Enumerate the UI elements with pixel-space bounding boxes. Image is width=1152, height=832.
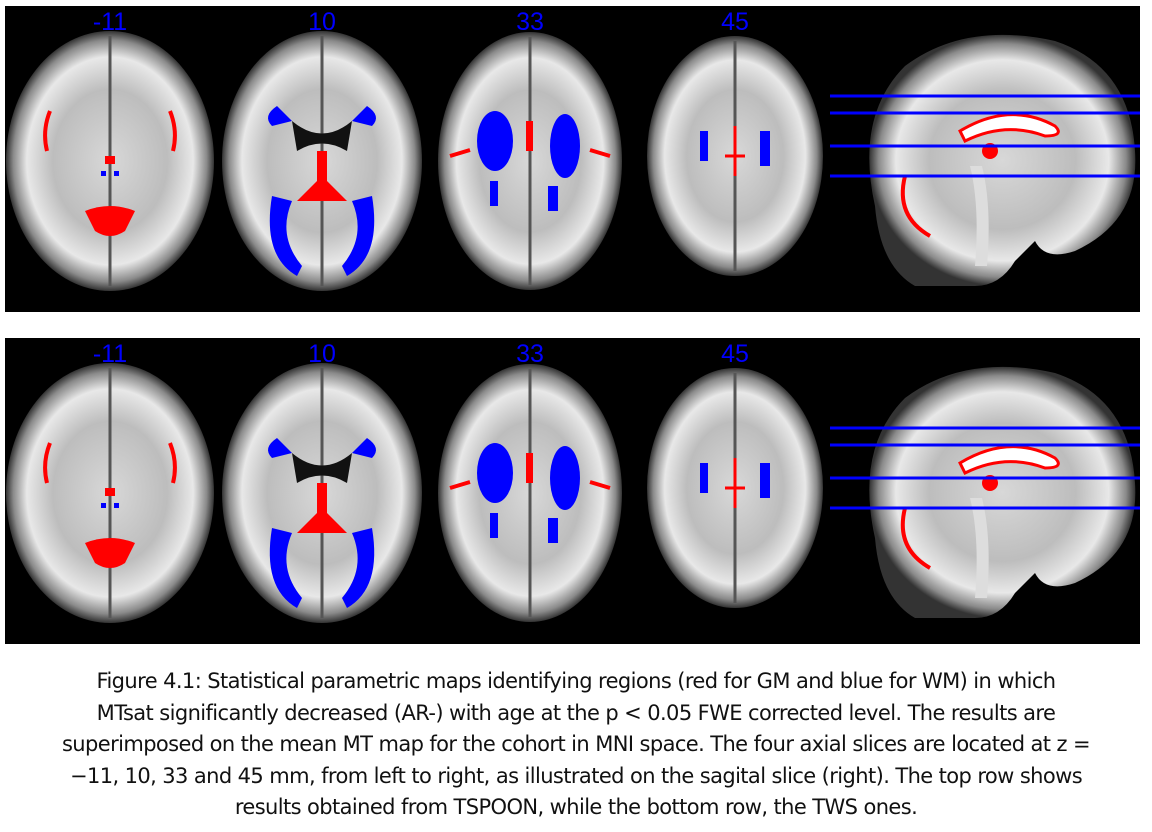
axial-slice [438,364,622,622]
axial-slice [222,363,422,623]
axial-slice [222,31,422,291]
figure-panel-bottom: -11 10 33 45 [5,338,1140,644]
figure-panel-top: -11 10 33 45 [5,6,1140,312]
figure-caption: Figure 4.1: Statistical parametric maps … [0,666,1152,824]
slice-z-label: -11 [93,340,127,368]
slice-z-label: 45 [721,8,749,36]
caption-line: results obtained from TSPOON, while the … [234,795,918,820]
axial-slice [438,32,622,290]
slice-z-label: 10 [308,8,336,36]
axial-slice [647,36,823,276]
brain-slices: -11 10 33 45 [6,340,1140,623]
caption-line: MTsat significantly decreased (AR-) with… [96,700,1056,725]
sagittal-slice [869,34,1136,286]
slice-z-label: 33 [516,8,544,36]
caption-line: −11, 10, 33 and 45 mm, from left to righ… [69,763,1083,788]
sagittal-slice [869,366,1136,618]
axial-slice [6,363,214,623]
slice-z-label: 45 [721,340,749,368]
axial-slice [6,31,214,291]
slice-z-label: 10 [308,340,336,368]
brain-slices: -11 10 33 45 [6,8,1140,291]
axial-slice [647,368,823,608]
caption-line: Figure 4.1: Statistical parametric maps … [96,669,1057,693]
caption-line: superimposed on the mean MT map for the … [61,732,1091,757]
slice-z-label: -11 [93,8,127,36]
slice-z-label: 33 [516,340,544,368]
